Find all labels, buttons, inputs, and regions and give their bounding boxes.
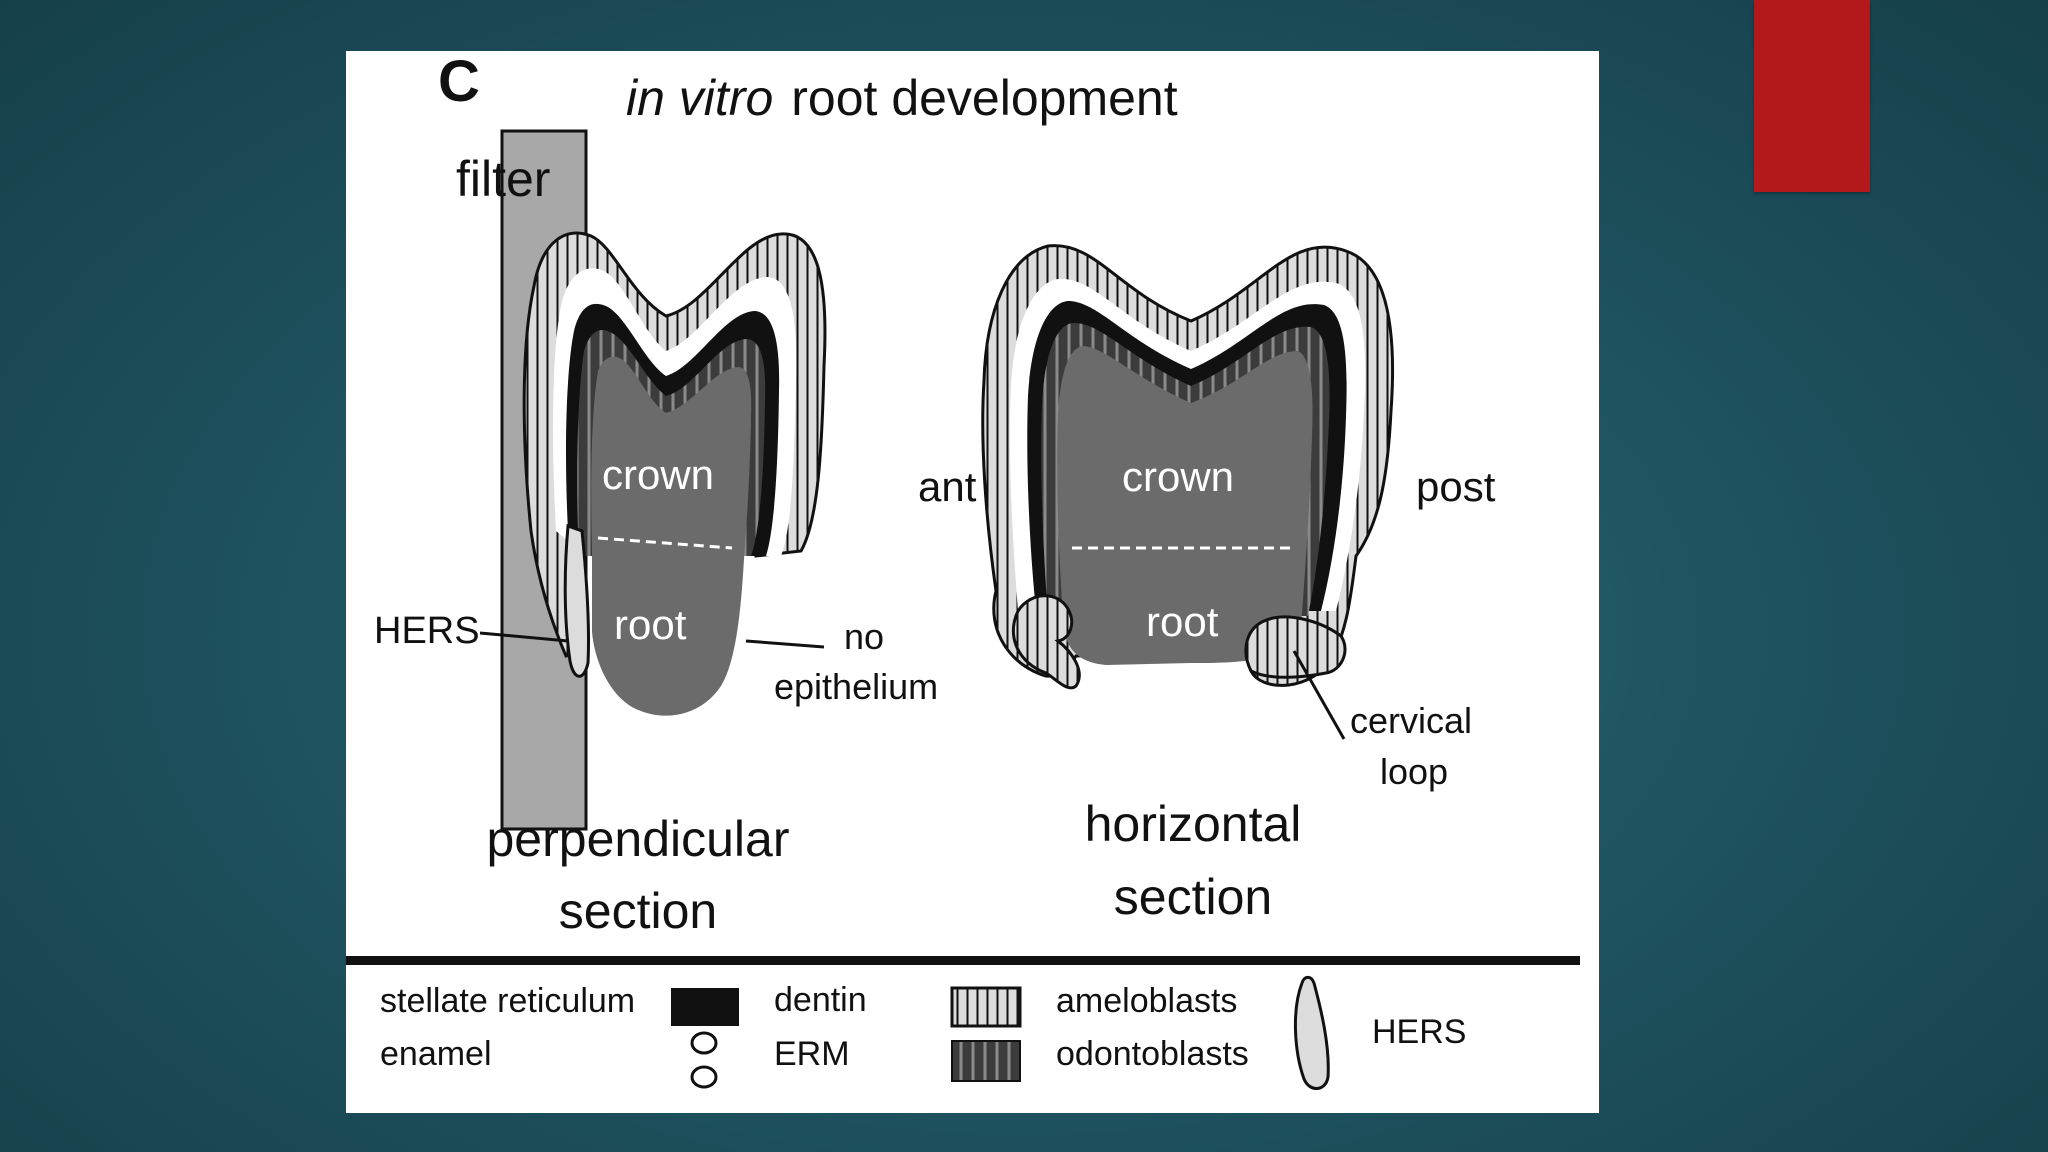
tooth-diagram: C in vitro root development filter crown … xyxy=(346,51,1580,1090)
label-no: no xyxy=(844,616,884,657)
ameloblasts-swatch xyxy=(950,986,1022,1028)
legend-erm: ERM xyxy=(774,1035,850,1073)
label-hers-left: HERS xyxy=(374,610,480,652)
left-cervical-loop xyxy=(1011,594,1081,690)
left-tooth: filter crown root HERS no epithelium per… xyxy=(374,129,938,939)
hers-leader-line xyxy=(479,631,569,643)
right-cervical-loop xyxy=(1244,615,1347,679)
legend-enamel: enamel xyxy=(380,1035,492,1073)
right-papilla xyxy=(1057,346,1313,665)
erm-swatch-top xyxy=(690,1031,718,1055)
label-ant: ant xyxy=(918,463,977,510)
legend: stellate reticulum enamel dentin ERM ame… xyxy=(380,975,1466,1090)
no-epithelium-leader-line xyxy=(745,639,825,649)
left-papilla xyxy=(591,356,752,716)
legend-odontoblasts: odontoblasts xyxy=(1056,1035,1249,1073)
label-epithelium: epithelium xyxy=(774,666,938,707)
figure-title: in vitro root development xyxy=(626,70,1178,126)
title-rest: root development xyxy=(791,70,1177,126)
caption-right-line2: section xyxy=(1114,869,1272,925)
label-loop: loop xyxy=(1380,751,1448,792)
hers-swatch xyxy=(1294,975,1330,1090)
stellate-reticulum-swatch xyxy=(671,988,739,1026)
label-crown-left: crown xyxy=(602,451,714,498)
legend-stellate-reticulum: stellate reticulum xyxy=(380,982,635,1020)
label-filter: filter xyxy=(456,151,550,207)
label-root-left: root xyxy=(614,601,687,648)
accent-bar xyxy=(1754,0,1870,192)
label-cervical: cervical xyxy=(1350,700,1472,741)
label-post: post xyxy=(1416,463,1496,510)
cervical-loop-leader-line xyxy=(1292,650,1346,740)
right-tooth: crown root ant post cervical loop horizo… xyxy=(918,244,1496,925)
caption-right-line1: horizontal xyxy=(1085,796,1302,852)
left-crown-root-boundary xyxy=(597,536,733,550)
figure-panel: C in vitro root development filter crown … xyxy=(346,51,1599,1113)
legend-divider xyxy=(346,956,1580,965)
caption-left-line1: perpendicular xyxy=(487,811,790,867)
label-root-right: root xyxy=(1146,598,1219,645)
legend-hers: HERS xyxy=(1372,1013,1466,1051)
title-italic: in vitro xyxy=(626,70,773,126)
legend-dentin: dentin xyxy=(774,981,867,1019)
odontoblasts-swatch xyxy=(951,1040,1021,1082)
erm-swatch-bottom xyxy=(690,1065,718,1089)
legend-ameloblasts: ameloblasts xyxy=(1056,982,1237,1020)
caption-left-line2: section xyxy=(559,883,717,939)
left-hers xyxy=(563,523,591,678)
label-crown-right: crown xyxy=(1122,453,1234,500)
panel-letter: C xyxy=(438,51,480,114)
